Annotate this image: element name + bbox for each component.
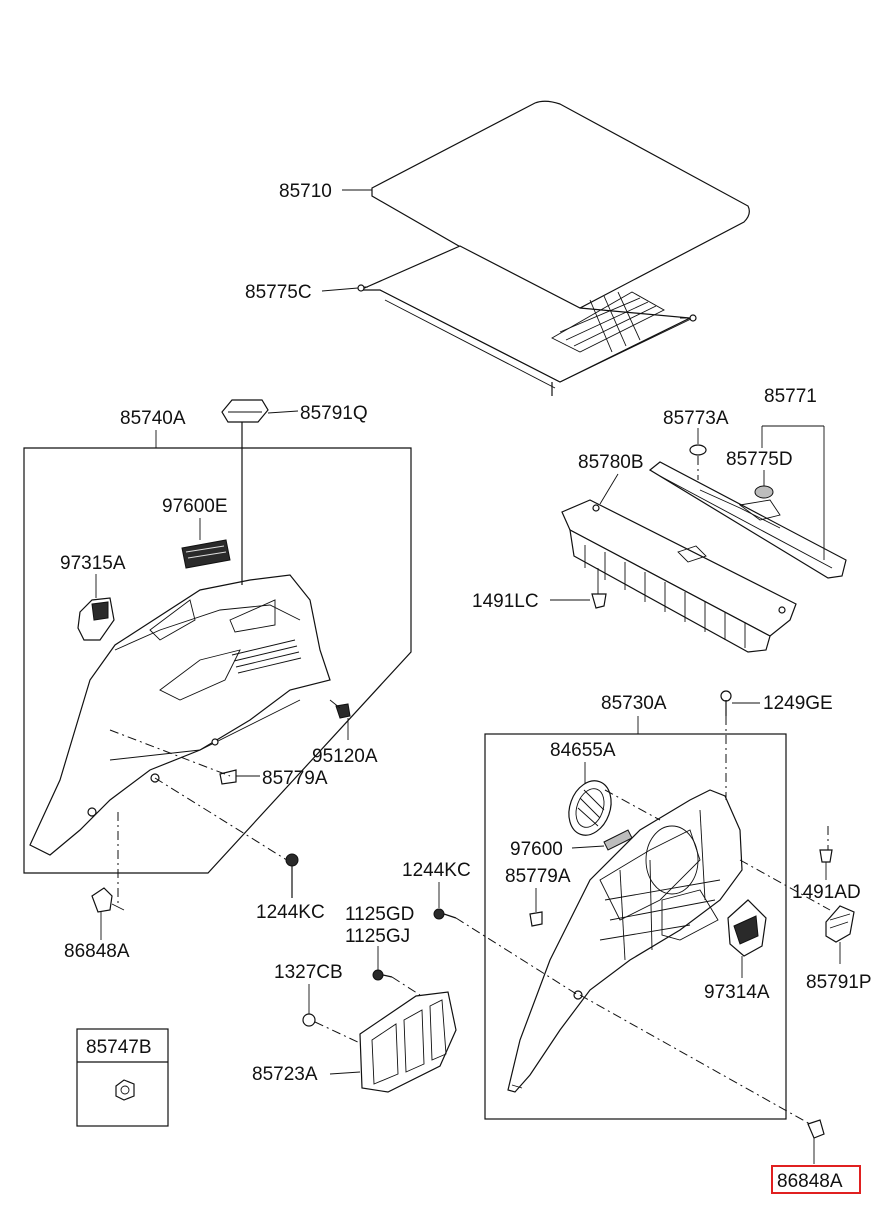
label-85771[interactable]: 85771 <box>764 386 817 407</box>
part-97600 <box>571 829 633 851</box>
label-1125GJ[interactable]: 1125GJ <box>345 926 410 947</box>
label-85773A[interactable]: 85773A <box>663 408 729 429</box>
labels: 85710 85775C 85740A 85791Q 97600E 97315A… <box>60 181 872 1192</box>
part-85775D <box>754 470 774 499</box>
right-quarter-trim <box>507 789 743 1093</box>
part-1327CB <box>302 984 363 1045</box>
part-97314A <box>727 899 767 978</box>
label-97315A[interactable]: 97315A <box>60 553 126 574</box>
label-84655A[interactable]: 84655A <box>550 740 616 761</box>
left-trim-box <box>23 430 412 874</box>
label-1327CB[interactable]: 1327CB <box>274 962 343 983</box>
part-85773A <box>689 428 707 480</box>
right-trim-box <box>484 716 787 1120</box>
part-85747B-box <box>76 1028 169 1127</box>
label-85723A[interactable]: 85723A <box>252 1064 318 1085</box>
luggage-board <box>561 473 797 653</box>
label-85780B[interactable]: 85780B <box>578 452 644 473</box>
sill-plate <box>648 425 847 579</box>
label-85747B[interactable]: 85747B <box>86 1037 152 1058</box>
label-97600E[interactable]: 97600E <box>162 496 228 517</box>
label-85730A[interactable]: 85730A <box>601 693 667 714</box>
part-1244KC-right <box>433 882 579 996</box>
part-85791Q <box>221 399 299 585</box>
left-quarter-trim <box>29 574 331 856</box>
part-1249GE <box>720 690 760 800</box>
label-85775D[interactable]: 85775D <box>726 449 793 470</box>
part-85723A <box>329 991 457 1093</box>
label-95120A[interactable]: 95120A <box>312 746 378 767</box>
part-86848A-left <box>91 887 125 940</box>
label-1244KC-right[interactable]: 1244KC <box>402 860 471 881</box>
label-86848A-right[interactable]: 86848A <box>777 1171 843 1192</box>
label-1249GE[interactable]: 1249GE <box>763 693 833 714</box>
label-1491LC[interactable]: 1491LC <box>472 591 539 612</box>
label-85710[interactable]: 85710 <box>279 181 332 202</box>
label-85775C[interactable]: 85775C <box>245 282 312 303</box>
label-85791Q[interactable]: 85791Q <box>300 403 368 424</box>
label-85779A-left[interactable]: 85779A <box>262 768 328 789</box>
part-85779A-left <box>219 769 260 785</box>
part-85791P <box>825 905 855 964</box>
part-1244KC-left <box>285 853 299 898</box>
label-86848A-left[interactable]: 86848A <box>64 941 130 962</box>
part-1491LC <box>550 568 607 609</box>
label-1491AD[interactable]: 1491AD <box>792 882 861 903</box>
label-1125GD[interactable]: 1125GD <box>345 904 414 925</box>
cargo-cover <box>357 100 750 396</box>
label-1244KC-left[interactable]: 1244KC <box>256 902 325 923</box>
label-85791P[interactable]: 85791P <box>806 972 872 993</box>
label-97314A[interactable]: 97314A <box>704 982 770 1003</box>
part-86848A-right <box>579 994 825 1164</box>
part-84655A <box>568 762 661 836</box>
part-97315A <box>77 574 115 641</box>
highlight-box <box>771 1165 861 1194</box>
part-97600E <box>181 518 231 569</box>
label-97600[interactable]: 97600 <box>510 839 563 860</box>
part-1491AD <box>739 826 833 911</box>
part-85779A-right <box>529 888 543 927</box>
part-95120A <box>329 699 351 740</box>
label-85779A-right[interactable]: 85779A <box>505 866 571 887</box>
label-85740A[interactable]: 85740A <box>120 408 186 429</box>
part-1125GD <box>372 946 421 996</box>
